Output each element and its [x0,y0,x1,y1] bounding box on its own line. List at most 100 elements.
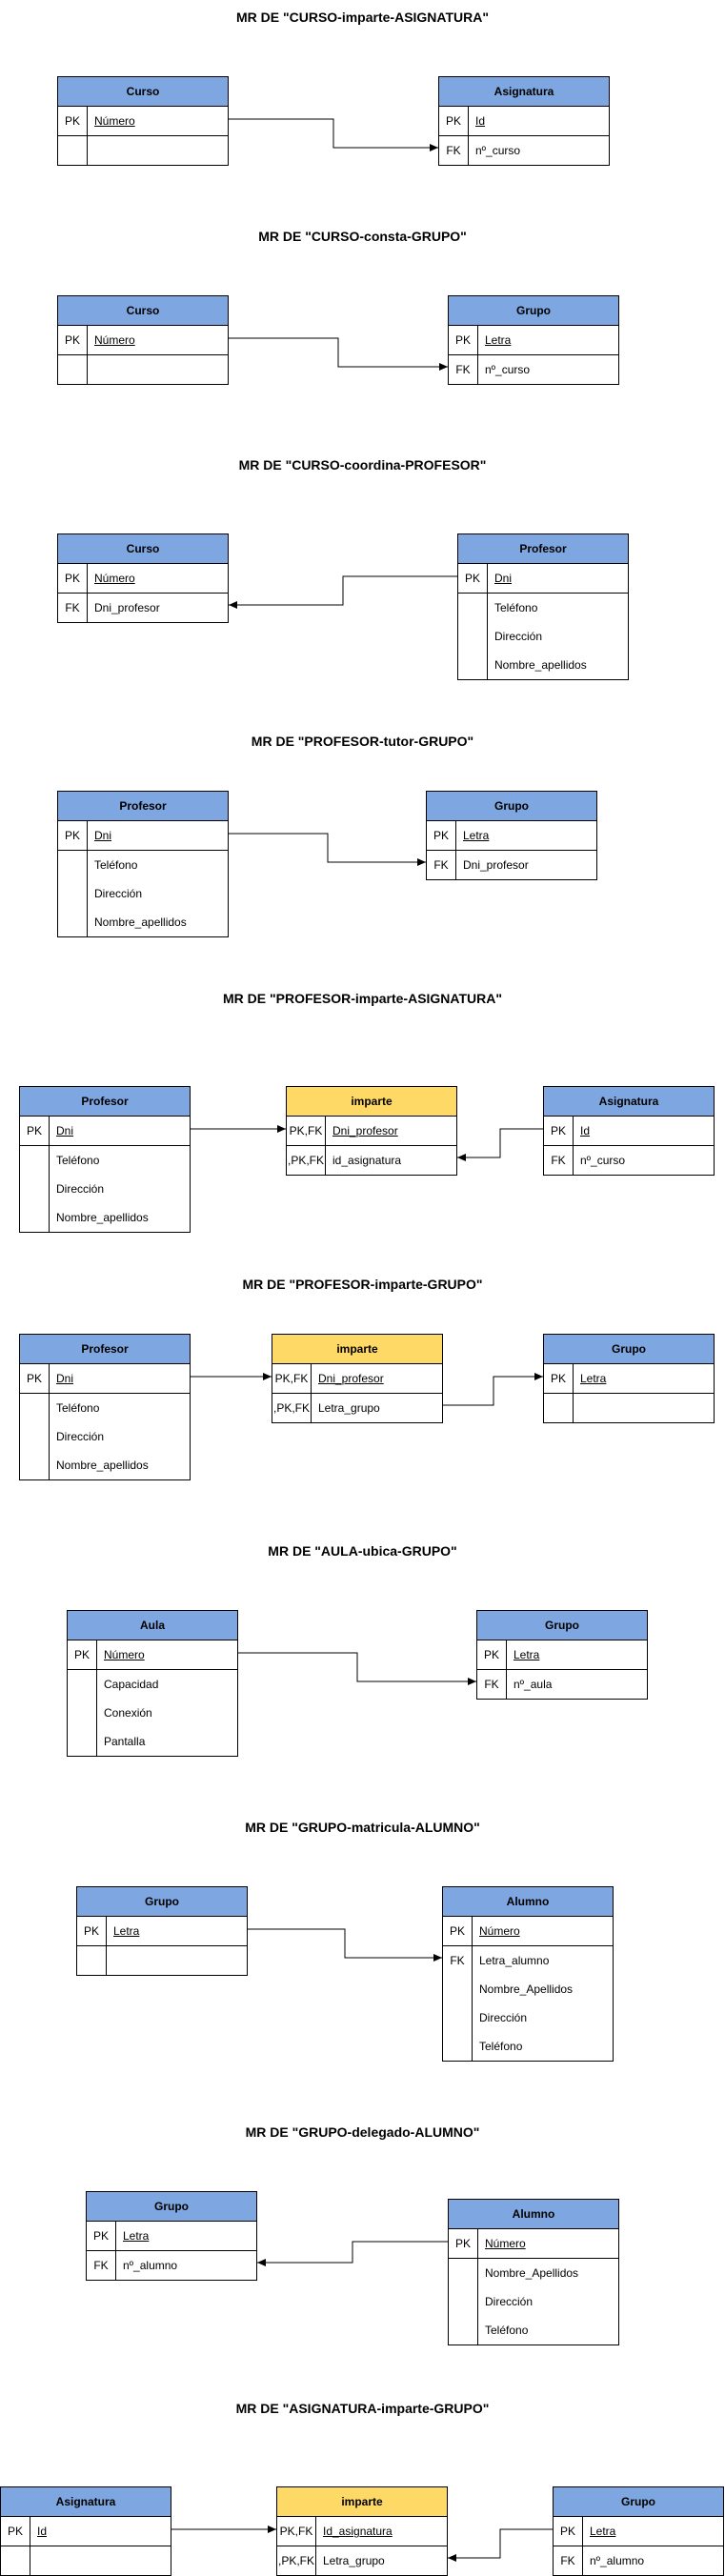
table-row: Teléfono [20,1393,190,1422]
table-header: Asignatura [1,2487,171,2517]
field-cell: Nombre_Apellidos [479,1982,574,1996]
field-cell: Número [94,114,135,128]
relationship-arrow [229,118,438,151]
key-cell: PK [544,1364,574,1393]
section-title: MR DE "ASIGNATURA-imparte-GRUPO" [235,2401,490,2416]
table-row: Nombre_apellidos [20,1203,190,1232]
key-cell [458,622,488,651]
table-row: Dirección [443,2003,613,2032]
field-cell: Teléfono [479,2040,523,2053]
field-cell: nº_alumno [123,2259,178,2272]
field-cell: id_asignatura [332,1154,402,1167]
table-row [77,1945,247,1975]
table-row: PK Número [58,107,228,135]
table-row: Dirección [20,1175,190,1203]
field-cell: Letra [590,2525,616,2538]
relationship-arrow [448,2528,553,2562]
table-row: FK Letra_alumno [443,1945,613,1975]
field-cell: Dirección [56,1182,105,1196]
field-cell: Dni_profesor [94,601,160,614]
key-cell: PK [443,1917,473,1945]
relationship-arrow [229,575,457,609]
section-title: MR DE "CURSO-imparte-ASIGNATURA" [235,10,490,25]
key-cell: PK [58,107,88,135]
field-cell: Nombre_apellidos [94,916,187,929]
key-cell: PK [20,1117,50,1145]
relationship-arrow [443,1373,543,1406]
table-row: Nombre_Apellidos [449,2258,618,2287]
field-cell: Pantalla [104,1735,146,1748]
section-title: MR DE "AULA-ubica-GRUPO" [268,1543,457,1559]
key-cell [77,1946,107,1975]
table-header: imparte [277,2487,447,2517]
key-cell: ,PK,FK [272,1394,312,1422]
field-cell: nº_curso [485,363,531,376]
field-cell: Dni [56,1372,74,1385]
table-row: Teléfono [20,1145,190,1175]
field-cell: Id [580,1124,591,1137]
key-cell: FK [449,355,478,384]
section-title: MR DE "CURSO-coordina-PROFESOR" [238,457,487,473]
key-cell [443,2032,473,2061]
section-title: MR DE "PROFESOR-tutor-GRUPO" [251,734,474,749]
key-cell [20,1175,50,1203]
key-cell: FK [87,2251,116,2280]
key-cell [458,651,488,679]
key-cell: FK [544,1146,574,1175]
field-cell: Dirección [494,630,543,643]
field-cell: Letra [113,1924,140,1938]
relationship-arrow [229,833,426,866]
relationship-arrow [248,1928,442,1962]
key-cell: PK [449,2229,478,2258]
table-row [58,354,228,384]
key-cell [58,136,88,165]
key-cell: PK [58,326,88,354]
key-cell: FK [443,1946,473,1975]
key-cell [68,1670,97,1699]
key-cell [449,2259,478,2287]
key-cell: ,PK,FK [277,2546,316,2575]
table-header: Asignatura [439,77,609,107]
field-cell: Dni [494,572,513,585]
table-header: Grupo [544,1335,714,1364]
field-cell: nº_alumno [590,2554,645,2567]
field-cell: Letra_grupo [323,2554,385,2567]
table-row: Dirección [458,622,628,651]
key-cell: PK,FK [287,1117,326,1145]
field-cell: Letra_alumno [479,1954,550,1967]
key-cell: PK [554,2517,583,2546]
